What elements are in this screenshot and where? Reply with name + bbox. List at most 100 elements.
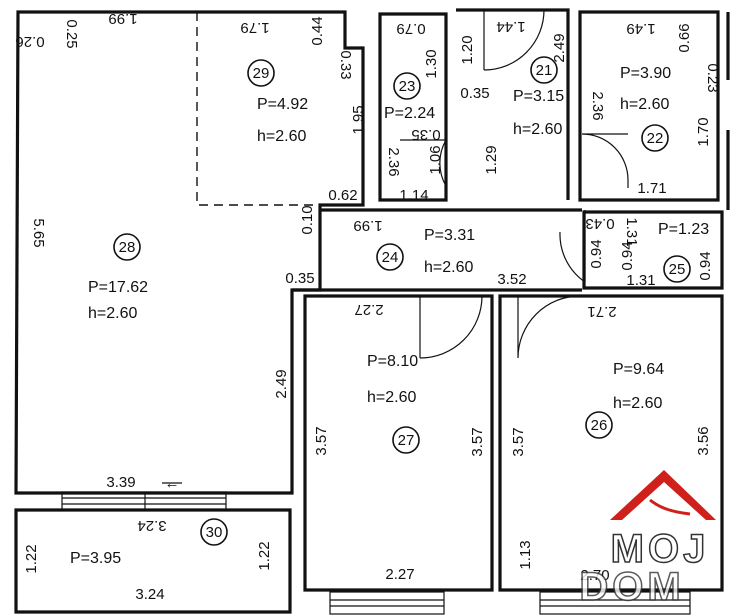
logo-roof-icon bbox=[610, 470, 716, 520]
dim-42: 2.71 bbox=[587, 303, 616, 320]
dim-24: 1.29 bbox=[483, 145, 500, 174]
dim-48: 1.22 bbox=[23, 544, 40, 573]
window-room-28 bbox=[61, 491, 227, 511]
doors bbox=[162, 9, 629, 484]
dim-45: 1.13 bbox=[517, 540, 534, 569]
svg-text:26: 26 bbox=[591, 417, 608, 434]
wall-room-26 bbox=[498, 294, 724, 592]
svg-text:23: 23 bbox=[399, 78, 416, 95]
wall-corridor-24 bbox=[292, 208, 582, 292]
dim-50: 3.24 bbox=[135, 586, 164, 603]
wall-room-28-29 bbox=[14, 10, 365, 495]
room-30-area: P=3.95 bbox=[70, 550, 121, 567]
dim-19: 1.14 bbox=[399, 187, 428, 204]
svg-text:22: 22 bbox=[647, 130, 664, 147]
mojdom-logo: MOJ DOM bbox=[579, 470, 716, 610]
dim-14: 0.79 bbox=[396, 20, 425, 37]
door-room-27 bbox=[419, 295, 483, 359]
dim-21: 1.20 bbox=[459, 35, 476, 64]
dim-36: 0.94 bbox=[697, 251, 714, 280]
door-room-25 bbox=[559, 210, 586, 283]
dim-28: 2.36 bbox=[589, 91, 606, 120]
room-marker-30: 30 bbox=[200, 518, 228, 546]
dim-47: 3.24 bbox=[137, 517, 166, 534]
wall-room-22 bbox=[578, 10, 720, 202]
dim-12: 2.49 bbox=[273, 369, 290, 398]
room-marker-29: 29 bbox=[247, 59, 275, 87]
dim-46: 2.70 bbox=[580, 567, 609, 584]
dim-49: 1.22 bbox=[256, 541, 273, 570]
room-marker-22: 22 bbox=[641, 124, 669, 152]
window-room-26 bbox=[539, 591, 691, 615]
dim-arrow: ← bbox=[165, 475, 180, 492]
dim-38: 2.27 bbox=[354, 301, 383, 318]
door-room-21 bbox=[483, 9, 545, 71]
dim-8: 5.65 bbox=[30, 218, 47, 247]
room-26-height: h=2.60 bbox=[613, 395, 662, 412]
dim-20: 1.44 bbox=[496, 18, 525, 35]
svg-text:27: 27 bbox=[398, 432, 415, 449]
dim-32: 1.31 bbox=[623, 217, 640, 246]
wall-room-23 bbox=[378, 12, 448, 202]
dim-15: 1.30 bbox=[423, 49, 440, 78]
svg-text:29: 29 bbox=[253, 65, 270, 82]
dim-40: 3.57 bbox=[469, 427, 486, 456]
room-marker-25: 25 bbox=[663, 255, 691, 283]
dim-33: 0.94 bbox=[588, 239, 605, 268]
room-27-height: h=2.60 bbox=[367, 389, 416, 406]
room-marker-27: 27 bbox=[392, 426, 420, 454]
dim-4: 0.44 bbox=[309, 16, 326, 45]
dim-26: 0.66 bbox=[676, 23, 693, 52]
dim-5: 0.33 bbox=[337, 50, 354, 79]
room-marker-28: 28 bbox=[113, 233, 141, 261]
dimension-labels: 0.25 0.26 1.99 1.79 0.44 0.33 1.95 0.62 … bbox=[15, 10, 721, 603]
svg-text:24: 24 bbox=[382, 249, 399, 266]
dim-41: 2.27 bbox=[385, 566, 414, 583]
room-22-area: P=3.90 bbox=[620, 65, 671, 82]
wall-room-27 bbox=[303, 294, 494, 592]
door-room-26 bbox=[517, 295, 581, 359]
dim-7: 0.62 bbox=[328, 187, 357, 204]
wall-room-21 bbox=[456, 8, 570, 200]
dim-11: 1.99 bbox=[353, 217, 382, 234]
room-28-area: P=17.62 bbox=[88, 279, 148, 296]
dim-17: 2.36 bbox=[385, 147, 402, 176]
dim-29: 1.70 bbox=[695, 117, 712, 146]
dim-16: 0.35 bbox=[411, 126, 440, 143]
room-29-area: P=4.92 bbox=[257, 96, 308, 113]
room-marker-21: 21 bbox=[530, 56, 558, 84]
room-23-area: P=2.24 bbox=[384, 105, 435, 122]
wall-room-25 bbox=[582, 210, 724, 290]
dim-10: 0.35 bbox=[285, 270, 314, 287]
dim-0: 0.25 bbox=[63, 19, 80, 48]
dim-9: 0.10 bbox=[299, 205, 316, 234]
dim-2: 1.99 bbox=[108, 10, 137, 27]
svg-text:28: 28 bbox=[119, 239, 136, 256]
room-marker-23: 23 bbox=[393, 72, 421, 100]
door-room-23 bbox=[400, 139, 447, 187]
room-22-height: h=2.60 bbox=[620, 96, 669, 113]
dim-3: 1.79 bbox=[240, 19, 269, 36]
dim-22: 2.49 bbox=[551, 33, 568, 62]
room-labels: P=17.62 h=2.60 P=4.92 h=2.60 P=2.24 P=3.… bbox=[70, 65, 709, 567]
dim-39: 3.57 bbox=[313, 426, 330, 455]
logo-line1: MOJ bbox=[611, 527, 710, 571]
svg-text:25: 25 bbox=[669, 261, 686, 278]
dim-13: 3.39 bbox=[106, 474, 135, 491]
dim-34: 0.94 bbox=[619, 241, 636, 270]
dim-44: 3.56 bbox=[695, 426, 712, 455]
dim-43: 3.57 bbox=[510, 427, 527, 456]
dim-23: 0.35 bbox=[460, 85, 489, 102]
room-29-height: h=2.60 bbox=[257, 128, 306, 145]
room-markers: 28 29 23 21 22 24 25 27 26 30 bbox=[113, 56, 691, 546]
logo-line2: DOM bbox=[579, 565, 684, 609]
room-21-height: h=2.60 bbox=[513, 121, 562, 138]
room-26-area: P=9.64 bbox=[613, 361, 664, 378]
svg-text:21: 21 bbox=[536, 62, 553, 79]
dim-27: 0.23 bbox=[704, 63, 721, 92]
door-room-22 bbox=[581, 133, 629, 188]
dim-25: 1.49 bbox=[626, 20, 655, 37]
dim-6: 1.95 bbox=[350, 105, 367, 134]
dim-1: 0.26 bbox=[15, 33, 44, 50]
dim-31: 0.43 bbox=[585, 215, 614, 232]
